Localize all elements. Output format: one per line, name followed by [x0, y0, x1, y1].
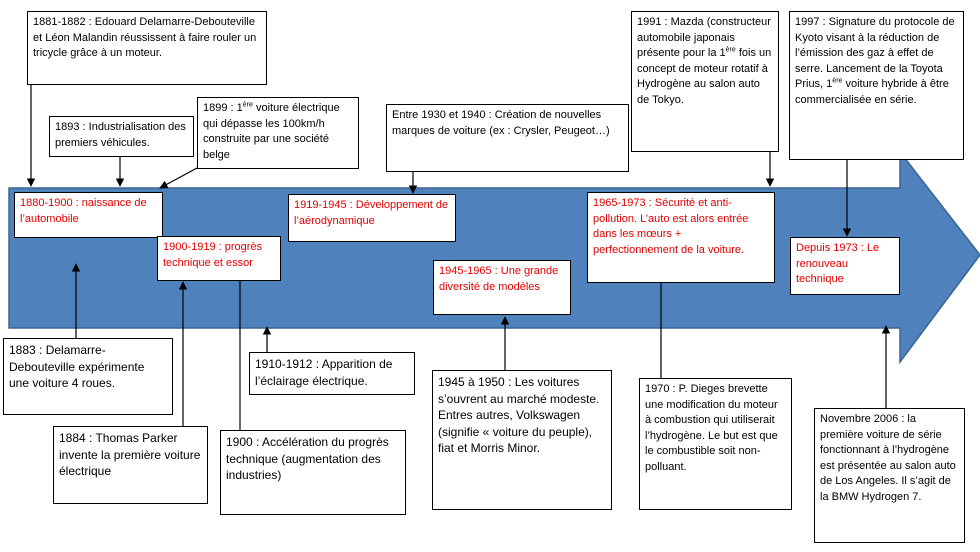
event-1930-1940: Entre 1930 et 1940 : Création de nouvell…: [386, 104, 629, 172]
event-1884: 1884 : Thomas Parker invente la première…: [53, 426, 208, 504]
event-1899: 1899 : 1ère voiture électrique qui dépas…: [197, 97, 359, 169]
period-1900-1919: 1900-1919 : progrès technique et essor: [157, 236, 281, 281]
event-1970: 1970 : P. Dieges brevette une modificati…: [639, 378, 792, 510]
connector-lines: [26, 85, 891, 430]
period-1965-1973: 1965-1973 : Sécurité et anti-pollution. …: [587, 192, 775, 283]
period-1945-1965: 1945-1965 : Une grande diversité de modè…: [433, 260, 571, 315]
event-1883: 1883 : Delamarre-Debouteville expériment…: [3, 338, 173, 415]
event-1881-1882: 1881-1882 : Edouard Delamarre-Deboutevil…: [27, 11, 267, 85]
period-1880-1900: 1880-1900 : naissance de l’automobile: [14, 192, 163, 238]
period-1973-now: Depuis 1973 : Le renouveau technique: [790, 237, 900, 295]
event-1945-1950: 1945 à 1950 : Les voitures s’ouvrent au …: [432, 370, 612, 510]
connector-1899: [159, 167, 198, 189]
event-1910-1912: 1910-1912 : Apparition de l’éclairage él…: [249, 352, 415, 395]
event-2006: Novembre 2006 : la première voiture de s…: [814, 408, 965, 543]
event-1991: 1991 : Mazda (constructeur automobile ja…: [631, 11, 779, 152]
period-1919-1945: 1919-1945 : Développement de l’aérodynam…: [288, 194, 456, 242]
event-1997: 1997 : Signature du protocole de Kyoto v…: [789, 11, 964, 160]
event-1893: 1893 : Industrialisation des premiers vé…: [49, 116, 194, 157]
event-1900: 1900 : Accélération du progrès technique…: [220, 430, 406, 515]
